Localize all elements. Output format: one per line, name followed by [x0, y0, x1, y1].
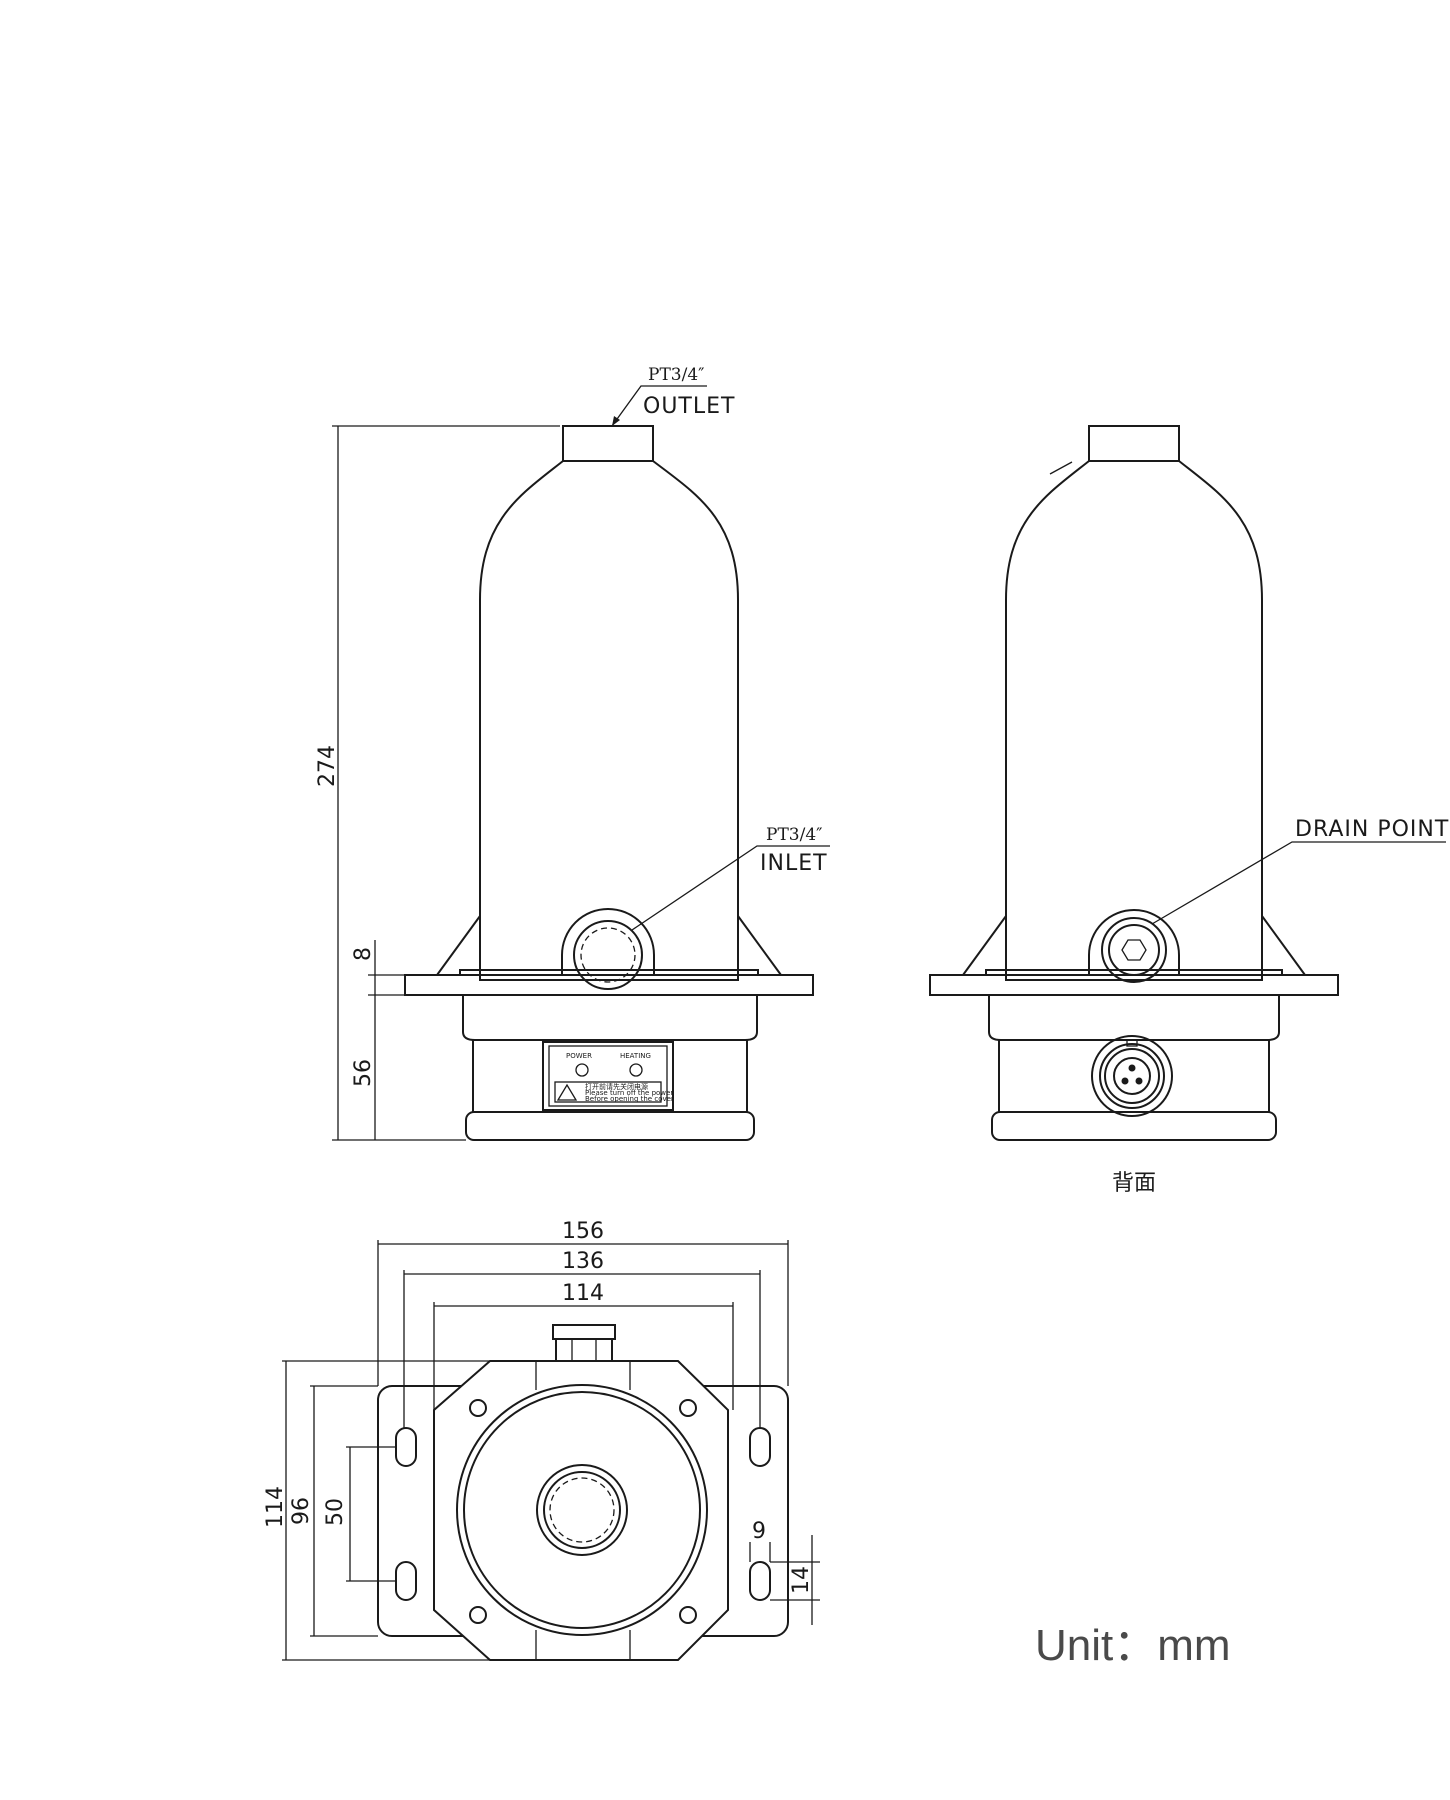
dim-slot-width-9: 9: [752, 1519, 766, 1544]
hex-socket-icon: [1121, 939, 1147, 961]
bolt-hole-tl: [469, 1399, 487, 1417]
dim-width-156: 156: [562, 1219, 604, 1244]
drain-plug: [1101, 917, 1167, 983]
bolt-hole-br: [679, 1606, 697, 1624]
bolt-hole-bl: [469, 1606, 487, 1624]
right-gusset: [737, 915, 782, 976]
front-flange: [404, 974, 814, 996]
heating-indicator: [629, 1063, 643, 1077]
front-body: [479, 460, 739, 981]
front-base-foot: [465, 1111, 755, 1141]
bolt-hole-tr: [679, 1399, 697, 1417]
drain-point-label: DRAIN POINT: [1295, 817, 1449, 842]
back-view: DRAIN POINT 背面: [929, 425, 1449, 1196]
power-connector-icon: [1091, 1035, 1173, 1117]
dim-height-114: 114: [263, 1486, 288, 1528]
unit-label: Unit：mm: [1035, 1621, 1231, 1670]
filter-bowl-inner: [463, 1391, 701, 1629]
inlet-leader: [631, 845, 830, 931]
warning-icon: [556, 1083, 578, 1101]
inlet-port: [573, 920, 643, 990]
front-view: POWER HEATING 打开前请先关闭电源 Please turn off …: [315, 365, 830, 1141]
warning-line3: Before opening the cover: [585, 1095, 674, 1103]
warning-line2: Please turn off the power: [585, 1089, 673, 1097]
center-port: [536, 1464, 628, 1556]
heating-label: HEATING: [620, 1052, 651, 1060]
back-flange: [929, 974, 1339, 996]
control-panel: POWER HEATING 打开前请先关闭电源 Please turn off …: [542, 1041, 674, 1111]
inlet-boss: [561, 908, 655, 975]
warning-line1: 打开前请先关闭电源: [585, 1082, 648, 1091]
back-base-body: [998, 1039, 1270, 1113]
top-nut: [555, 1338, 613, 1362]
top-view: 156 136 114 114 96 50 9 14: [263, 1219, 820, 1661]
back-outlet-neck: [1088, 425, 1180, 462]
dim-width-114: 114: [562, 1281, 604, 1306]
dim-total-height: 274: [315, 745, 340, 787]
front-flange-step: [459, 969, 759, 975]
mount-slot-br: [749, 1561, 771, 1601]
back-left-gusset: [962, 915, 1007, 976]
inlet-port-thread: [580, 927, 636, 983]
outlet-thread-label: PT3/4″: [648, 365, 705, 385]
front-base-top: [462, 995, 758, 1041]
outlet-leader-arrow: [612, 416, 620, 426]
outlet-label: OUTLET: [643, 394, 735, 419]
dim-flange-thickness: 8: [351, 947, 376, 961]
left-gusset: [436, 915, 481, 976]
outlet-leader: [611, 385, 707, 427]
back-base-foot: [991, 1111, 1277, 1141]
dim-width-136: 136: [562, 1249, 604, 1274]
back-view-caption: 背面: [1112, 1171, 1156, 1196]
mount-slot-tl: [395, 1427, 417, 1467]
mount-slot-bl: [395, 1561, 417, 1601]
dim-slot-length-14: 14: [789, 1566, 814, 1594]
outlet-neck: [562, 425, 654, 462]
filter-bowl-outer: [456, 1384, 708, 1636]
dim-slot-spacing-50: 50: [323, 1498, 348, 1526]
top-nut-cap: [552, 1324, 616, 1340]
power-label: POWER: [566, 1052, 592, 1060]
mount-slot-tr: [749, 1427, 771, 1467]
power-indicator: [575, 1063, 589, 1077]
inlet-label: INLET: [760, 851, 828, 876]
dim-height-96: 96: [289, 1497, 314, 1525]
dim-base-height: 56: [351, 1059, 376, 1087]
drain-leader: [1151, 841, 1446, 925]
back-right-gusset: [1261, 915, 1306, 976]
inlet-thread-label: PT3/4″: [766, 825, 823, 845]
body-housing: [433, 1360, 729, 1661]
back-body: [1005, 460, 1263, 981]
